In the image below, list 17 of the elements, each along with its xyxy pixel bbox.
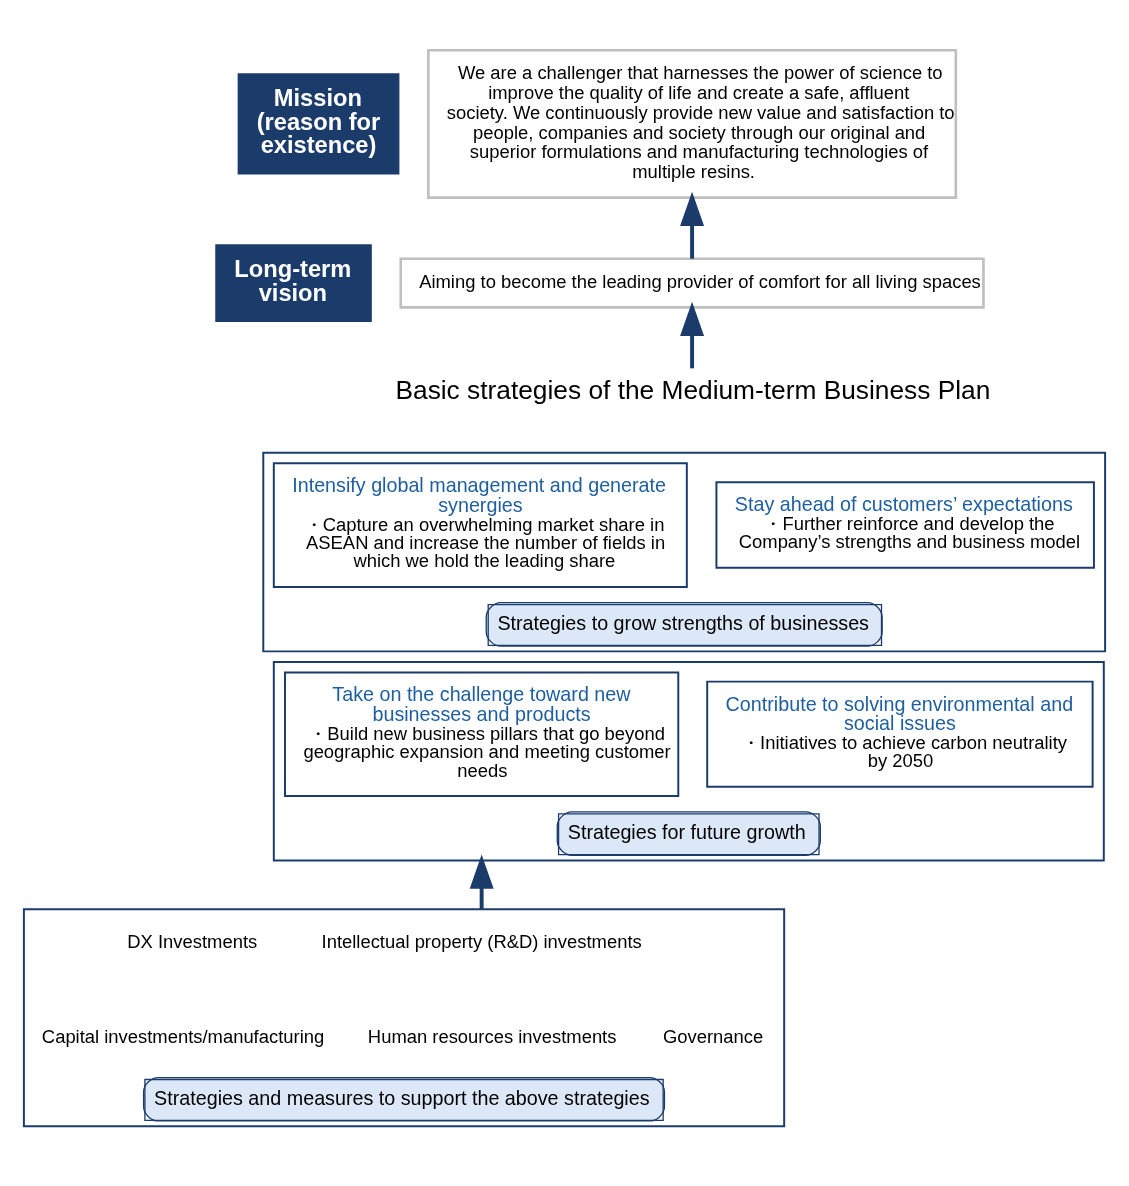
label: Human resources investments — [367, 1025, 617, 1047]
node-box: Mission (reason for existence) — [237, 72, 400, 175]
label: Intellectual property (R&D) investments — [321, 930, 642, 952]
node-text: Basic strategies of the Medium-term Business Plan — [395, 374, 991, 405]
node-box: Take on the challenge toward new businesses and products ・Build new business pillars that go beyond geographic expansion and meeting customer needs — [284, 670, 680, 797]
label: Capital investments/manufacturing — [41, 1025, 325, 1047]
node-box: We are a challenger that harnesses the power of science to improve the quality of life and create a safe, affluent society. We continuously provide new value and satisfaction to people, companies and society through our original and superior formulations and manufacturing technologies of multiple resins. — [427, 48, 958, 199]
arrow — [680, 301, 705, 368]
arrow — [680, 191, 705, 259]
label: Governance — [662, 1025, 764, 1047]
arrow — [469, 854, 494, 909]
node-box: Contribute to solving environmental and social issues ・Initiatives to achieve carbon neutrality by 2050 — [706, 680, 1094, 788]
node-box: Stay ahead of customers’ expectations ・Further reinforce and develop the Company’s strengths and business model — [715, 480, 1095, 569]
node-box: Intensify global management and generate synergies ・Capture an overwhelming market share in ASEAN and increase the number of fields in which we hold the leading share — [272, 461, 688, 588]
label: DX Investments — [127, 930, 258, 952]
node-box: Aiming to become the leading provider of comfort for all living spaces — [399, 256, 985, 309]
node-box: Long-term vision — [215, 243, 372, 322]
